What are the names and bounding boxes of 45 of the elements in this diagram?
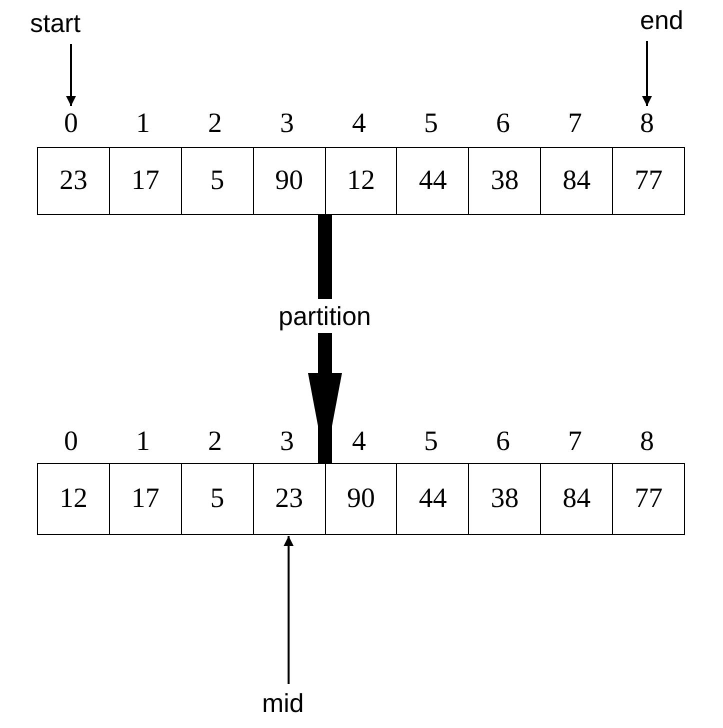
array-cell: 38	[468, 464, 540, 534]
pointer-label: mid	[262, 688, 304, 718]
array-strip	[37, 463, 685, 535]
index-number: 7	[568, 108, 582, 140]
array-cell: 90	[252, 148, 325, 214]
index-number: 8	[640, 426, 654, 458]
index-number: 6	[496, 426, 510, 458]
arrow	[642, 41, 652, 106]
array-cell: 12	[324, 148, 396, 214]
index-number: 7	[568, 426, 582, 458]
index-number: 0	[64, 108, 78, 140]
index-number: 5	[424, 426, 438, 458]
pointer-label: start	[30, 8, 81, 38]
arrow	[284, 536, 294, 684]
array-cell: 23	[38, 148, 109, 214]
array-cell: 17	[108, 464, 181, 534]
array-cell: 5	[180, 148, 253, 214]
array-strip	[37, 147, 685, 215]
array-cell: 12	[38, 464, 109, 534]
index-number: 6	[496, 108, 510, 140]
thick-arrow	[308, 215, 342, 463]
array-cell: 44	[396, 464, 468, 534]
index-number: 4	[352, 426, 366, 458]
index-number: 4	[352, 108, 366, 140]
index-number: 5	[424, 108, 438, 140]
array-cell: 77	[612, 464, 684, 534]
index-number: 3	[280, 426, 294, 458]
array-cell: 17	[108, 148, 181, 214]
array-cell: 44	[396, 148, 468, 214]
array-cell: 84	[540, 464, 612, 534]
index-number: 8	[640, 108, 654, 140]
index-number: 1	[136, 426, 150, 458]
pointer-label: end	[640, 5, 684, 35]
array-cell: 77	[612, 148, 684, 214]
index-number: 0	[64, 426, 78, 458]
array-cell: 84	[540, 148, 612, 214]
index-number: 1	[136, 108, 150, 140]
array-cell: 5	[180, 464, 253, 534]
array-cell: 38	[468, 148, 540, 214]
array-cell: 23	[252, 464, 325, 534]
index-number: 2	[208, 426, 222, 458]
index-number: 3	[280, 108, 294, 140]
array-cell: 90	[324, 464, 396, 534]
index-number: 2	[208, 108, 222, 140]
arrow	[66, 44, 76, 106]
